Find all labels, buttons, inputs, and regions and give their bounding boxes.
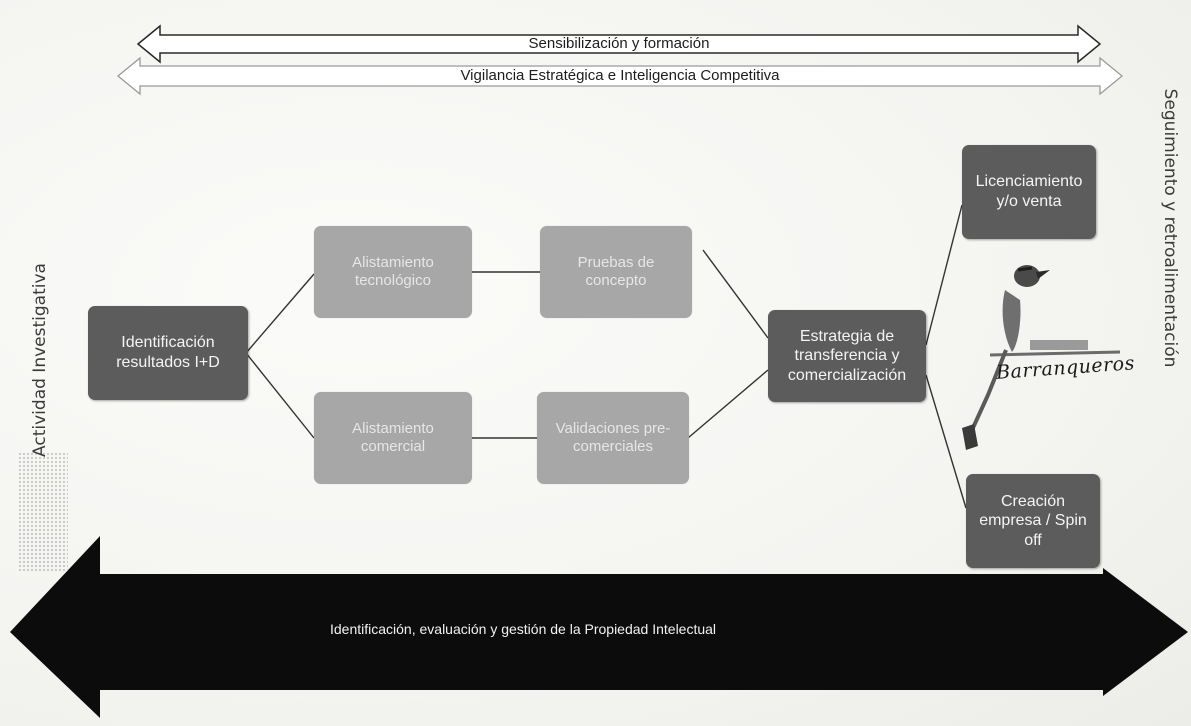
node-creacion-empresa: Creación empresa / Spin off [966, 474, 1100, 568]
node-alistamiento-comercial: Alistamiento comercial [314, 392, 472, 484]
band-label-vigilancia: Vigilancia Estratégica e Inteligencia Co… [460, 67, 780, 84]
connector-pruebas-to-estrategia [702, 249, 769, 339]
node-licenciamiento-venta: Licenciamiento y/o venta [962, 145, 1096, 239]
connector-validaciones-to-estrategia [687, 369, 769, 439]
connector-estrategia-to-creacion [925, 374, 967, 509]
node-estrategia-transferencia: Estrategia de transferencia y comerciali… [768, 310, 926, 402]
side-label-actividad-investigativa: Actividad Investigativa [30, 263, 50, 457]
ip-double-arrow [10, 536, 1188, 718]
barranquero-bird-logo [962, 265, 1121, 450]
node-validaciones-precomerciales: Validaciones pre-comerciales [537, 392, 689, 484]
connector-id-to-alist-tec [245, 273, 315, 354]
side-label-seguimiento: Seguimiento y retroalimentación [1160, 88, 1180, 368]
node-identificacion-resultados: Identificación resultados I+D [88, 306, 248, 400]
band-arrow-vigilancia [116, 56, 1124, 96]
connector-lines [245, 204, 967, 509]
band-arrow-sensibilizacion [136, 24, 1102, 64]
node-alistamiento-tecnologico: Alistamiento tecnológico [314, 226, 472, 318]
ip-arrow-label: Identificación, evaluación y gestión de … [330, 621, 717, 637]
logo-tagline-bar [1030, 340, 1088, 350]
connector-id-to-alist-com [245, 352, 315, 439]
dot-pattern [18, 452, 68, 572]
band-label-sensibilizacion: Sensibilización y formación [528, 35, 710, 52]
connector-estrategia-to-licenciamiento [925, 204, 963, 346]
node-pruebas-concepto: Pruebas de concepto [540, 226, 692, 318]
